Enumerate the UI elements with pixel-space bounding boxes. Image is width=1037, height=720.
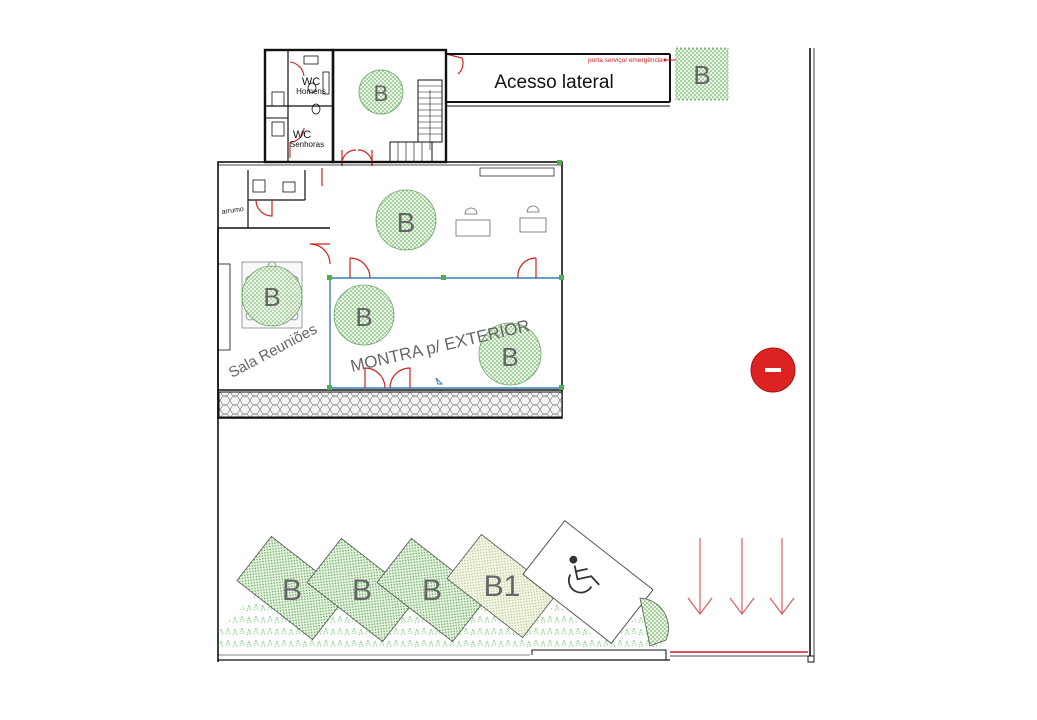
emergency-door-pointer	[663, 58, 676, 62]
seat-marker-montra-left: B	[355, 302, 372, 332]
planter-marker-1: B	[282, 574, 302, 607]
site-boundary	[807, 48, 815, 663]
planter-marker-b1: B1	[484, 570, 521, 603]
seat-zone-b-montra-right	[478, 322, 542, 386]
stair-doors	[341, 53, 464, 167]
seat-marker-montra-right: B	[501, 342, 518, 372]
accessible-parking-icon	[567, 555, 600, 594]
paving-strip	[218, 391, 563, 418]
fire-extinguisher-icon	[750, 347, 796, 393]
planter-tiles	[236, 520, 669, 647]
arrumo-label: arrumo	[221, 206, 244, 216]
wc-senhoras-label: Senhoras	[290, 140, 324, 149]
interior-doors	[255, 168, 537, 389]
seat-marker-stair: B	[374, 81, 389, 106]
wc-senhoras-title: WC	[293, 129, 311, 141]
seat-zone-b-stair	[358, 69, 404, 115]
seat-marker-meeting: B	[263, 282, 280, 312]
wc-homens-label: Homens	[296, 87, 326, 96]
wc-homens-title: WC	[302, 76, 320, 88]
cursor-mark	[435, 377, 444, 385]
traffic-arrows	[687, 538, 795, 615]
seat-marker-lateral: B	[693, 60, 710, 90]
seat-marker-reception: B	[397, 207, 416, 238]
porta-servico-label: porta serviço/ emergência	[588, 57, 663, 64]
acesso-lateral-label: Acesso lateral	[494, 72, 613, 93]
seat-zone-b-lateral	[675, 47, 729, 101]
sala-reunioes-label: Sala Reuniões	[226, 321, 320, 382]
seat-zone-b-montra-left	[333, 284, 395, 346]
seat-zone-b-meeting	[241, 265, 303, 327]
planter-marker-2: B	[352, 574, 372, 607]
wc-doors	[289, 61, 305, 158]
reception-furniture	[455, 205, 547, 237]
main-building-walls	[217, 161, 563, 662]
planter-marker-3: B	[422, 574, 442, 607]
acesso-lateral-corridor	[445, 53, 671, 162]
seat-zone-b-reception	[375, 189, 437, 251]
partition-posts	[327, 160, 564, 390]
